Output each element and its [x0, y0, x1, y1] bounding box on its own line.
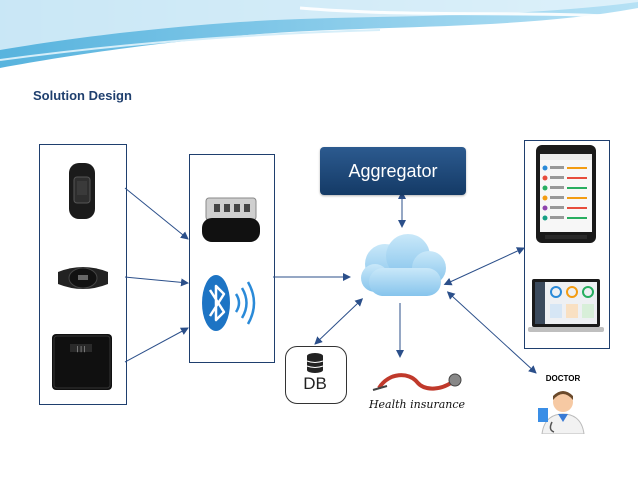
- doctor-label: DOCTOR: [533, 374, 593, 383]
- doctor-icon: [538, 386, 588, 434]
- database-icon: [305, 352, 325, 374]
- arrow-cloud-db: [315, 303, 358, 344]
- fitness-band-icon: [57, 161, 107, 221]
- arrow-cloud-doctor: [452, 296, 536, 373]
- health-insurance-label: Health insurance: [367, 398, 467, 411]
- laptop-icon: [528, 278, 604, 334]
- smartphone-icon: [535, 144, 597, 244]
- heart-rate-strap-icon: [56, 258, 110, 298]
- aggregator-button: Aggregator: [320, 147, 466, 195]
- bluetooth-icon: [198, 268, 264, 338]
- arrow-cloud-phone: [450, 248, 524, 282]
- stethoscope-icon: [369, 368, 465, 398]
- usb-dongle-icon: [198, 194, 264, 246]
- arrow-band-to-hub: [125, 188, 188, 239]
- svg-text:|||: |||: [76, 346, 87, 353]
- smart-scale-icon: |||: [50, 332, 114, 392]
- db-label: DB: [285, 374, 345, 394]
- cloud-icon: [353, 228, 453, 304]
- arrow-scale-to-hub: [125, 328, 188, 362]
- arrow-strap-to-hub: [125, 277, 188, 283]
